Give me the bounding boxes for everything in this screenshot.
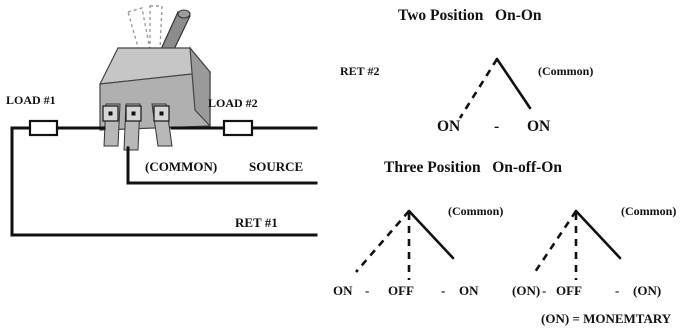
three-position-symbol-1	[355, 209, 455, 280]
ret1-label: RET #1	[235, 215, 278, 230]
two-position-on-left: ON	[437, 118, 460, 135]
common-label: (COMMON)	[145, 159, 217, 174]
three-pos-1-sep2: -	[441, 283, 445, 298]
two-position-title: Two Position On-On	[398, 7, 542, 24]
three-pos-2-sep2: -	[615, 283, 619, 298]
three-pos-2-common-label: (Common)	[621, 204, 676, 218]
load2-label: LOAD #2	[208, 96, 258, 110]
three-pos-2-on-right: (ON)	[633, 283, 661, 298]
momentary-footnote: (ON) = MONEMTARY	[541, 311, 672, 326]
source-label: SOURCE	[249, 159, 303, 174]
terminal-screws	[102, 105, 170, 122]
three-pos-2-sep1: -	[542, 283, 546, 298]
two-position-common-label: (Common)	[538, 64, 593, 78]
load1-resistor	[28, 119, 59, 137]
three-pos-1-sep1: -	[365, 283, 369, 298]
two-position-on-right: ON	[527, 118, 550, 135]
switch-body-right	[189, 46, 211, 128]
lever-ghost-middle	[149, 5, 163, 51]
three-position-title: Three Position On-off-On	[384, 159, 562, 176]
lever-tip	[177, 9, 191, 19]
three-pos-1-on-left: ON	[333, 283, 353, 298]
wiring	[10, 119, 318, 237]
three-pos-1-common-label: (Common)	[448, 204, 503, 218]
three-pos-1-on-right: ON	[459, 283, 479, 298]
wire-source	[126, 146, 318, 185]
wire-load1-to-ret1	[10, 126, 318, 237]
lever-ghost-left	[127, 7, 151, 55]
two-position-symbol	[458, 57, 532, 119]
toggle-switch-illustration	[98, 5, 212, 151]
load2-resistor	[222, 119, 254, 137]
three-pos-2-off: OFF	[556, 283, 582, 298]
three-position-symbol-2	[533, 209, 622, 280]
three-pos-1-off: OFF	[388, 283, 414, 298]
two-position-sep: -	[494, 118, 499, 135]
load1-label: LOAD #1	[6, 93, 56, 107]
three-pos-2-on-left: (ON)	[512, 283, 540, 298]
ret2-label: RET #2	[340, 64, 379, 78]
